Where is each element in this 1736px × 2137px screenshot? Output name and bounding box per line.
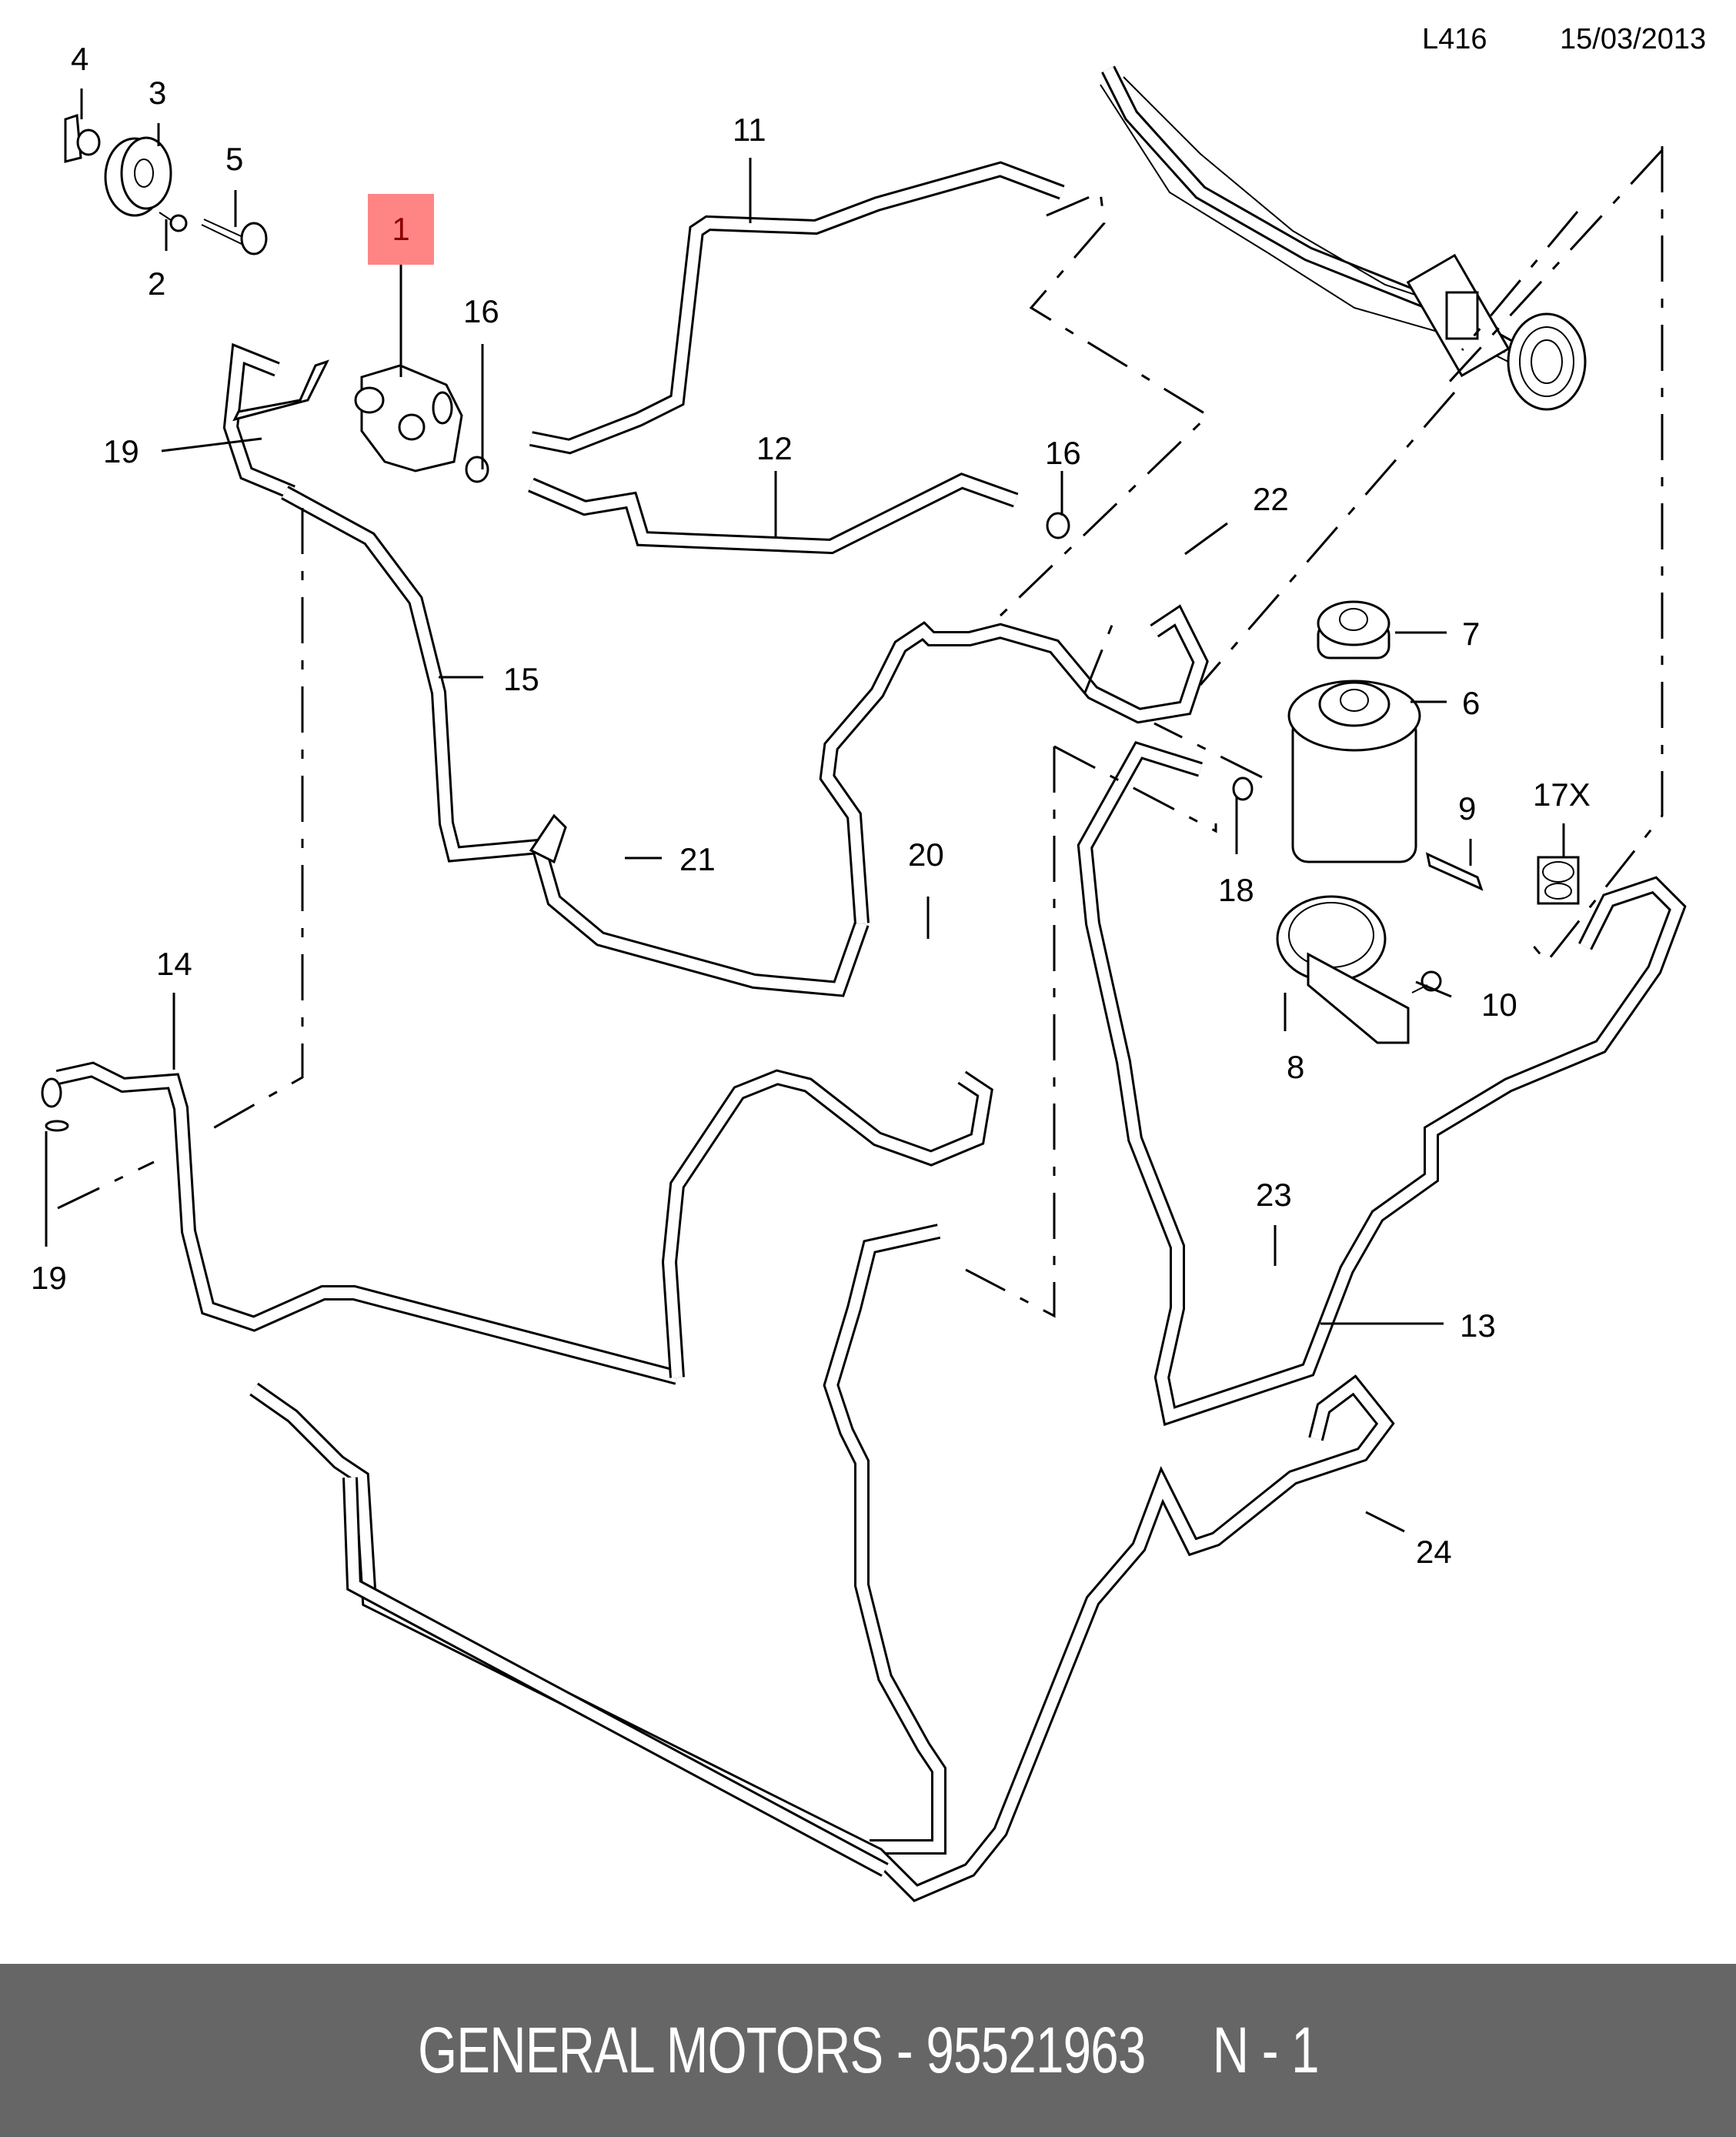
pulley-drawing [104, 136, 172, 217]
hose-24-drawing [249, 1224, 1395, 1902]
callout-2[interactable]: 2 [148, 265, 166, 302]
callout-20[interactable]: 20 [908, 836, 944, 873]
callout-17x[interactable]: 17X [1533, 776, 1591, 813]
callout-15[interactable]: 15 [503, 661, 539, 697]
callout-18[interactable]: 18 [1218, 872, 1254, 908]
bracket-4-drawing [64, 113, 101, 163]
callout-10[interactable]: 10 [1481, 987, 1517, 1023]
footer-band: GENERAL MOTORS - 95521963 N - 1 [0, 1964, 1736, 2137]
callout-6[interactable]: 6 [1462, 685, 1481, 721]
steering-rack-drawing [1100, 65, 1587, 411]
callout-16b[interactable]: 16 [1045, 435, 1081, 471]
leader-lines [45, 88, 1565, 1533]
callout-7[interactable]: 7 [1462, 616, 1481, 652]
hose-11-drawing [529, 161, 1065, 455]
diagram-code: L416 [1422, 23, 1487, 55]
callout-19-bottom[interactable]: 19 [31, 1260, 67, 1296]
exploded-diagram [41, 65, 1687, 1902]
callout-13[interactable]: 13 [1460, 1307, 1496, 1344]
reservoir-drawing [1287, 679, 1421, 863]
callout-11[interactable]: 11 [733, 112, 766, 148]
callout-3[interactable]: 3 [149, 75, 167, 111]
hose-return-18-drawing [1077, 741, 1687, 1427]
callout-19-top[interactable]: 19 [103, 433, 139, 469]
pipe-19-top-drawing [222, 342, 329, 500]
power-steering-pump-drawing [354, 364, 463, 472]
callout-14[interactable]: 14 [156, 946, 192, 982]
bracket-8-drawing [1276, 895, 1410, 1044]
clamp-16b-drawing [1046, 512, 1070, 539]
callout-21[interactable]: 21 [679, 841, 716, 877]
bolt-2-drawing [159, 212, 188, 232]
callout-16a[interactable]: 16 [463, 293, 499, 329]
hose-15-drawing [281, 486, 1209, 997]
clamp-18-drawing [1232, 776, 1254, 801]
seal-19-drawing [45, 1120, 69, 1132]
callout-1-label: 1 [392, 211, 410, 247]
bolt-5-drawing [201, 219, 268, 255]
seal-kit-17x-drawing [1537, 856, 1580, 905]
clip-9-drawing [1425, 852, 1484, 891]
callout-4[interactable]: 4 [71, 41, 89, 77]
callout-23[interactable]: 23 [1256, 1177, 1292, 1213]
callout-9[interactable]: 9 [1458, 790, 1477, 826]
cap-7-drawing [1317, 600, 1390, 659]
callout-8[interactable]: 8 [1287, 1049, 1305, 1085]
pipe-14-drawing [41, 1061, 993, 1385]
callout-1-highlighted[interactable]: 1 [368, 194, 434, 265]
callout-12[interactable]: 12 [756, 430, 793, 466]
clamp-16a-drawing [465, 456, 489, 483]
hose-12-drawing [528, 472, 1019, 555]
callout-24[interactable]: 24 [1416, 1534, 1452, 1570]
footer-part-title: GENERAL MOTORS - 95521963 N - 1 [417, 2014, 1319, 2086]
callout-5[interactable]: 5 [225, 141, 244, 177]
callout-22[interactable]: 22 [1253, 481, 1289, 517]
reference-dash-lines [57, 146, 1664, 1318]
diagram-date: 15/03/2013 [1560, 23, 1707, 55]
